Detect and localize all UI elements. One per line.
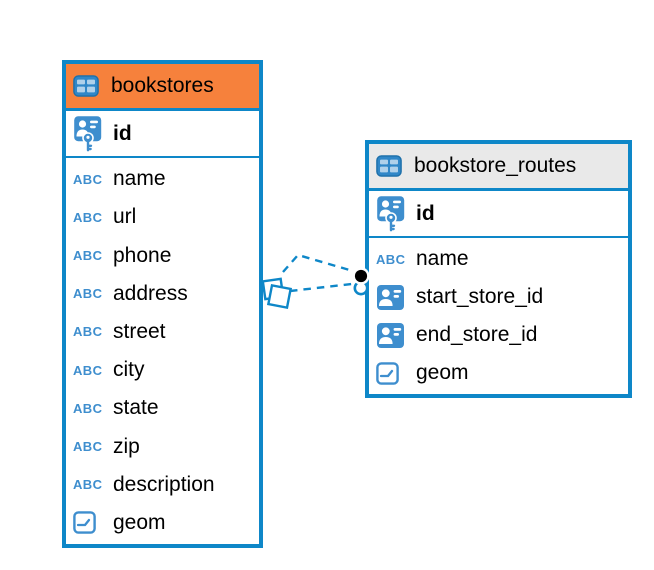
text-type-icon: ABC bbox=[73, 171, 103, 187]
relationship-line-upper[interactable] bbox=[282, 253, 354, 273]
column-name: url bbox=[113, 205, 137, 229]
column-row-url[interactable]: ABC url bbox=[66, 198, 259, 236]
primary-key-icon bbox=[376, 195, 410, 233]
column-row-end-store-id[interactable]: end_store_id bbox=[369, 316, 628, 354]
text-type-icon: ABC bbox=[73, 286, 103, 302]
column-name: start_store_id bbox=[416, 285, 544, 308]
table-icon bbox=[376, 155, 406, 177]
column-name: geom bbox=[113, 510, 166, 534]
text-type-icon: ABC bbox=[73, 362, 103, 378]
table-bookstore-routes[interactable]: bookstore_routes id ABC bbox=[365, 140, 632, 398]
text-type-icon: ABC bbox=[73, 209, 103, 225]
table-name: bookstores bbox=[111, 74, 214, 97]
column-row-street[interactable]: ABC street bbox=[66, 313, 259, 351]
column-name: zip bbox=[113, 434, 140, 458]
column-name: name bbox=[416, 247, 469, 270]
table-bookstores[interactable]: bookstores id ABC na bbox=[62, 60, 263, 548]
relationship-source-handle-icon[interactable] bbox=[261, 277, 293, 310]
relationship-line-lower[interactable] bbox=[289, 282, 353, 293]
column-row-pk[interactable]: id bbox=[369, 191, 628, 238]
column-row-pk[interactable]: id bbox=[66, 111, 259, 158]
column-name: address bbox=[113, 281, 188, 305]
column-row-phone[interactable]: ABC phone bbox=[66, 236, 259, 274]
column-row-geom[interactable]: geom bbox=[369, 354, 628, 392]
column-name: description bbox=[113, 472, 215, 496]
column-name: id bbox=[416, 201, 435, 225]
reference-type-icon bbox=[376, 284, 410, 311]
text-type-icon: ABC bbox=[376, 251, 406, 267]
geometry-type-icon bbox=[376, 361, 410, 385]
column-name: phone bbox=[113, 243, 172, 267]
text-type-icon: ABC bbox=[73, 324, 103, 340]
table-header-bookstores[interactable]: bookstores bbox=[66, 64, 259, 111]
column-row-state[interactable]: ABC state bbox=[66, 389, 259, 427]
table-header-bookstore-routes[interactable]: bookstore_routes bbox=[369, 144, 628, 191]
text-type-icon: ABC bbox=[73, 477, 103, 493]
column-row-address[interactable]: ABC address bbox=[66, 275, 259, 313]
column-row-zip[interactable]: ABC zip bbox=[66, 427, 259, 465]
reference-type-icon bbox=[376, 322, 410, 349]
column-name: state bbox=[113, 396, 159, 420]
text-type-icon: ABC bbox=[73, 400, 103, 416]
table-icon bbox=[73, 75, 103, 97]
column-row-description[interactable]: ABC description bbox=[66, 466, 259, 504]
column-row-name[interactable]: ABC name bbox=[66, 160, 259, 198]
column-name: id bbox=[113, 121, 132, 145]
geometry-type-icon bbox=[73, 511, 107, 535]
column-name: end_store_id bbox=[416, 323, 538, 346]
column-name: name bbox=[113, 167, 166, 191]
primary-key-icon bbox=[73, 115, 107, 153]
column-row-city[interactable]: ABC city bbox=[66, 351, 259, 389]
column-row-start-store-id[interactable]: start_store_id bbox=[369, 278, 628, 316]
column-row-geom[interactable]: geom bbox=[66, 504, 259, 542]
column-list: ABC name ABC url ABC phone ABC address A… bbox=[66, 158, 259, 544]
text-type-icon: ABC bbox=[73, 248, 103, 263]
column-row-name[interactable]: ABC name bbox=[369, 240, 628, 278]
column-name: city bbox=[113, 358, 145, 382]
column-name: street bbox=[113, 319, 166, 343]
column-name: geom bbox=[416, 361, 469, 384]
table-name: bookstore_routes bbox=[414, 154, 577, 177]
text-type-icon: ABC bbox=[73, 439, 103, 455]
column-list: ABC name start_store_id bbox=[369, 238, 628, 394]
